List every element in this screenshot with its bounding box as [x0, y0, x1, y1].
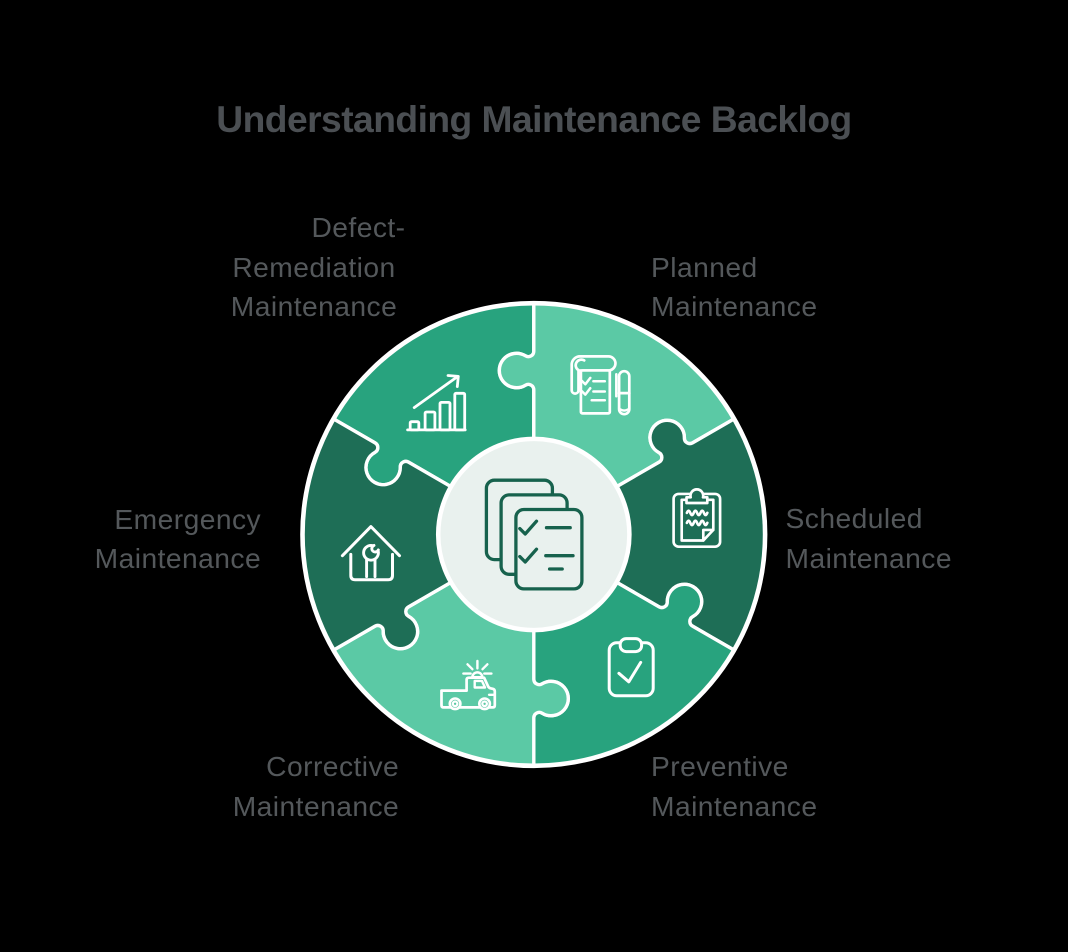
label-defect-remediation-maintenance: Defect- Remediation Maintenance — [164, 208, 464, 327]
clipboard-check-icon — [607, 637, 655, 698]
clipboard-notes-icon — [672, 488, 722, 549]
label-line: Corrective — [266, 750, 400, 783]
label-line: Defect- — [311, 210, 406, 243]
label-line: Scheduled — [785, 502, 923, 534]
label-scheduled-maintenance: Scheduled Maintenance — [786, 499, 952, 578]
label-line: Maintenance — [651, 290, 818, 323]
growth-chart-icon — [406, 374, 467, 432]
label-line: Remediation — [232, 250, 396, 283]
label-line: Emergency — [114, 502, 262, 535]
label-emergency-maintenance: Emergency Maintenance — [95, 500, 261, 579]
notepad-pen-icon — [570, 355, 631, 416]
label-line: Planned — [651, 250, 758, 283]
service-truck-icon — [440, 659, 497, 711]
label-line: Preventive — [651, 750, 789, 783]
label-line: Maintenance — [94, 542, 262, 575]
label-planned-maintenance: Planned Maintenance — [651, 248, 817, 327]
wheel-outer-ring — [300, 300, 768, 769]
label-corrective-maintenance: Corrective Maintenance — [233, 747, 399, 826]
label-line: Maintenance — [232, 790, 400, 822]
page-title: Understanding Maintenance Backlog — [216, 97, 852, 140]
label-line: Maintenance — [785, 541, 952, 574]
house-wrench-icon — [340, 525, 401, 582]
label-line: Maintenance — [230, 290, 398, 323]
label-line: Maintenance — [651, 790, 818, 822]
documents-checklist-icon — [484, 478, 584, 591]
label-preventive-maintenance: Preventive Maintenance — [651, 747, 817, 826]
